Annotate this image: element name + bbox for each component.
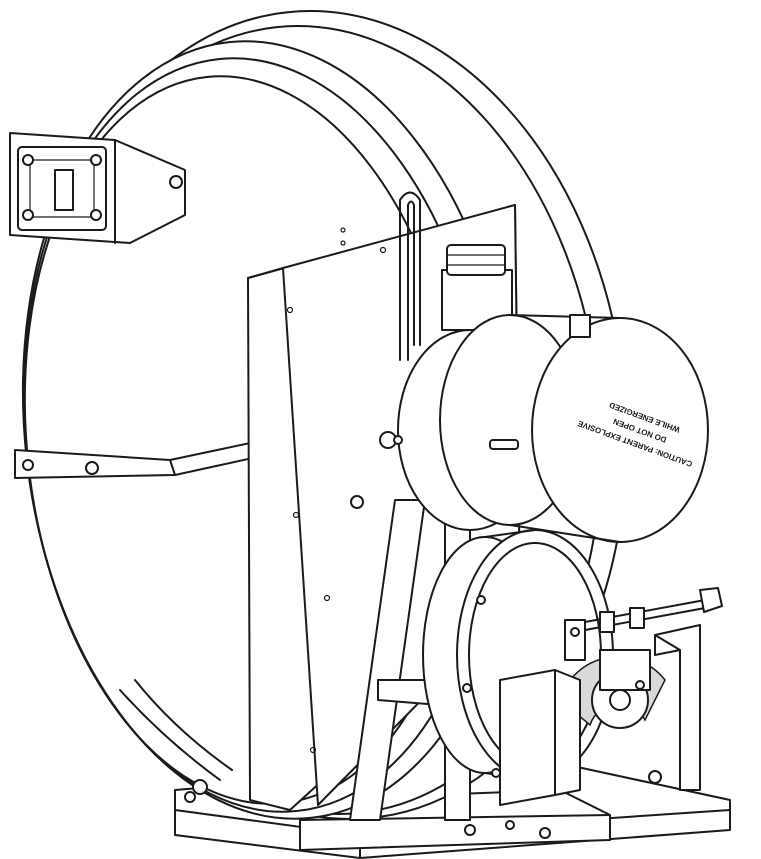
- wall-bracket: [9, 132, 186, 244]
- bearing-stand: [654, 624, 701, 791]
- lift-handle: [399, 191, 421, 361]
- sprocket-assembly: [499, 619, 666, 806]
- tensioner-rod: [584, 587, 723, 633]
- motor-enclosure: [379, 244, 709, 543]
